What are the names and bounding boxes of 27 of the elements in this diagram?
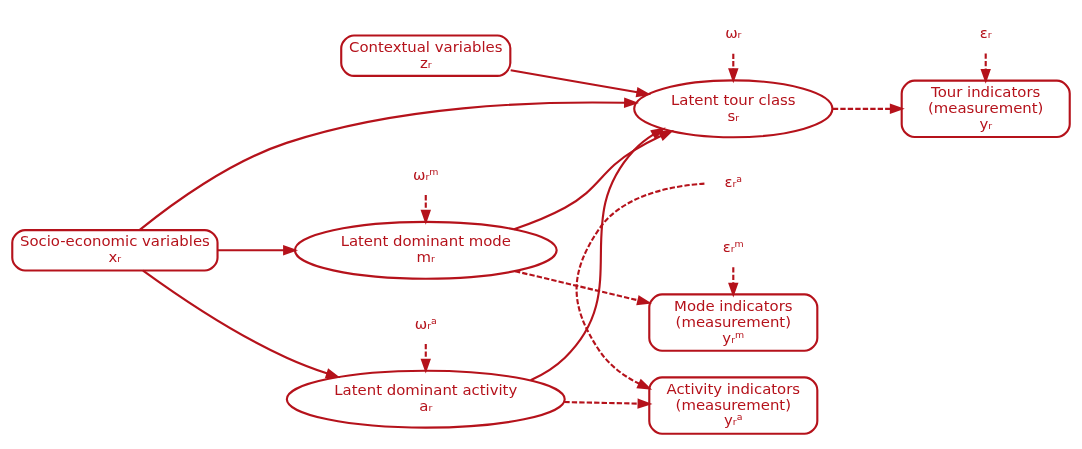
arrow (513, 130, 675, 231)
node-text: ωᵣ (725, 24, 742, 43)
arrow (980, 53, 991, 84)
node-box: Activity indicators (measurement) yᵣᵃ (648, 376, 819, 435)
arrow (832, 103, 905, 115)
node-box: Contextual variables zᵣ (340, 34, 512, 77)
node-text: ωᵣᵐ (412, 165, 439, 184)
arrow (530, 127, 666, 382)
node-text: εᵣᵃ (724, 173, 743, 192)
arrow (728, 267, 739, 298)
node-ellipse: Latent dominant mode mᵣ (293, 220, 558, 280)
arrow (575, 182, 705, 390)
arrow (217, 245, 298, 256)
arrow (514, 270, 652, 306)
arrow (139, 97, 639, 231)
node-text: εᵣ (979, 24, 992, 43)
arrow (728, 53, 739, 84)
arrow (420, 344, 431, 374)
node-text: εᵣᵐ (722, 238, 744, 257)
node-text: ωᵣᵃ (414, 314, 437, 333)
arrow (142, 269, 341, 379)
arrow (564, 398, 653, 409)
node-box: Tour indicators (measurement) yᵣ (900, 79, 1071, 139)
arrow (420, 195, 431, 225)
node-box: Socio-economic variables xᵣ (11, 229, 219, 272)
arrow (510, 69, 652, 98)
node-box: Mode indicators (measurement) yᵣᵐ (648, 293, 819, 352)
